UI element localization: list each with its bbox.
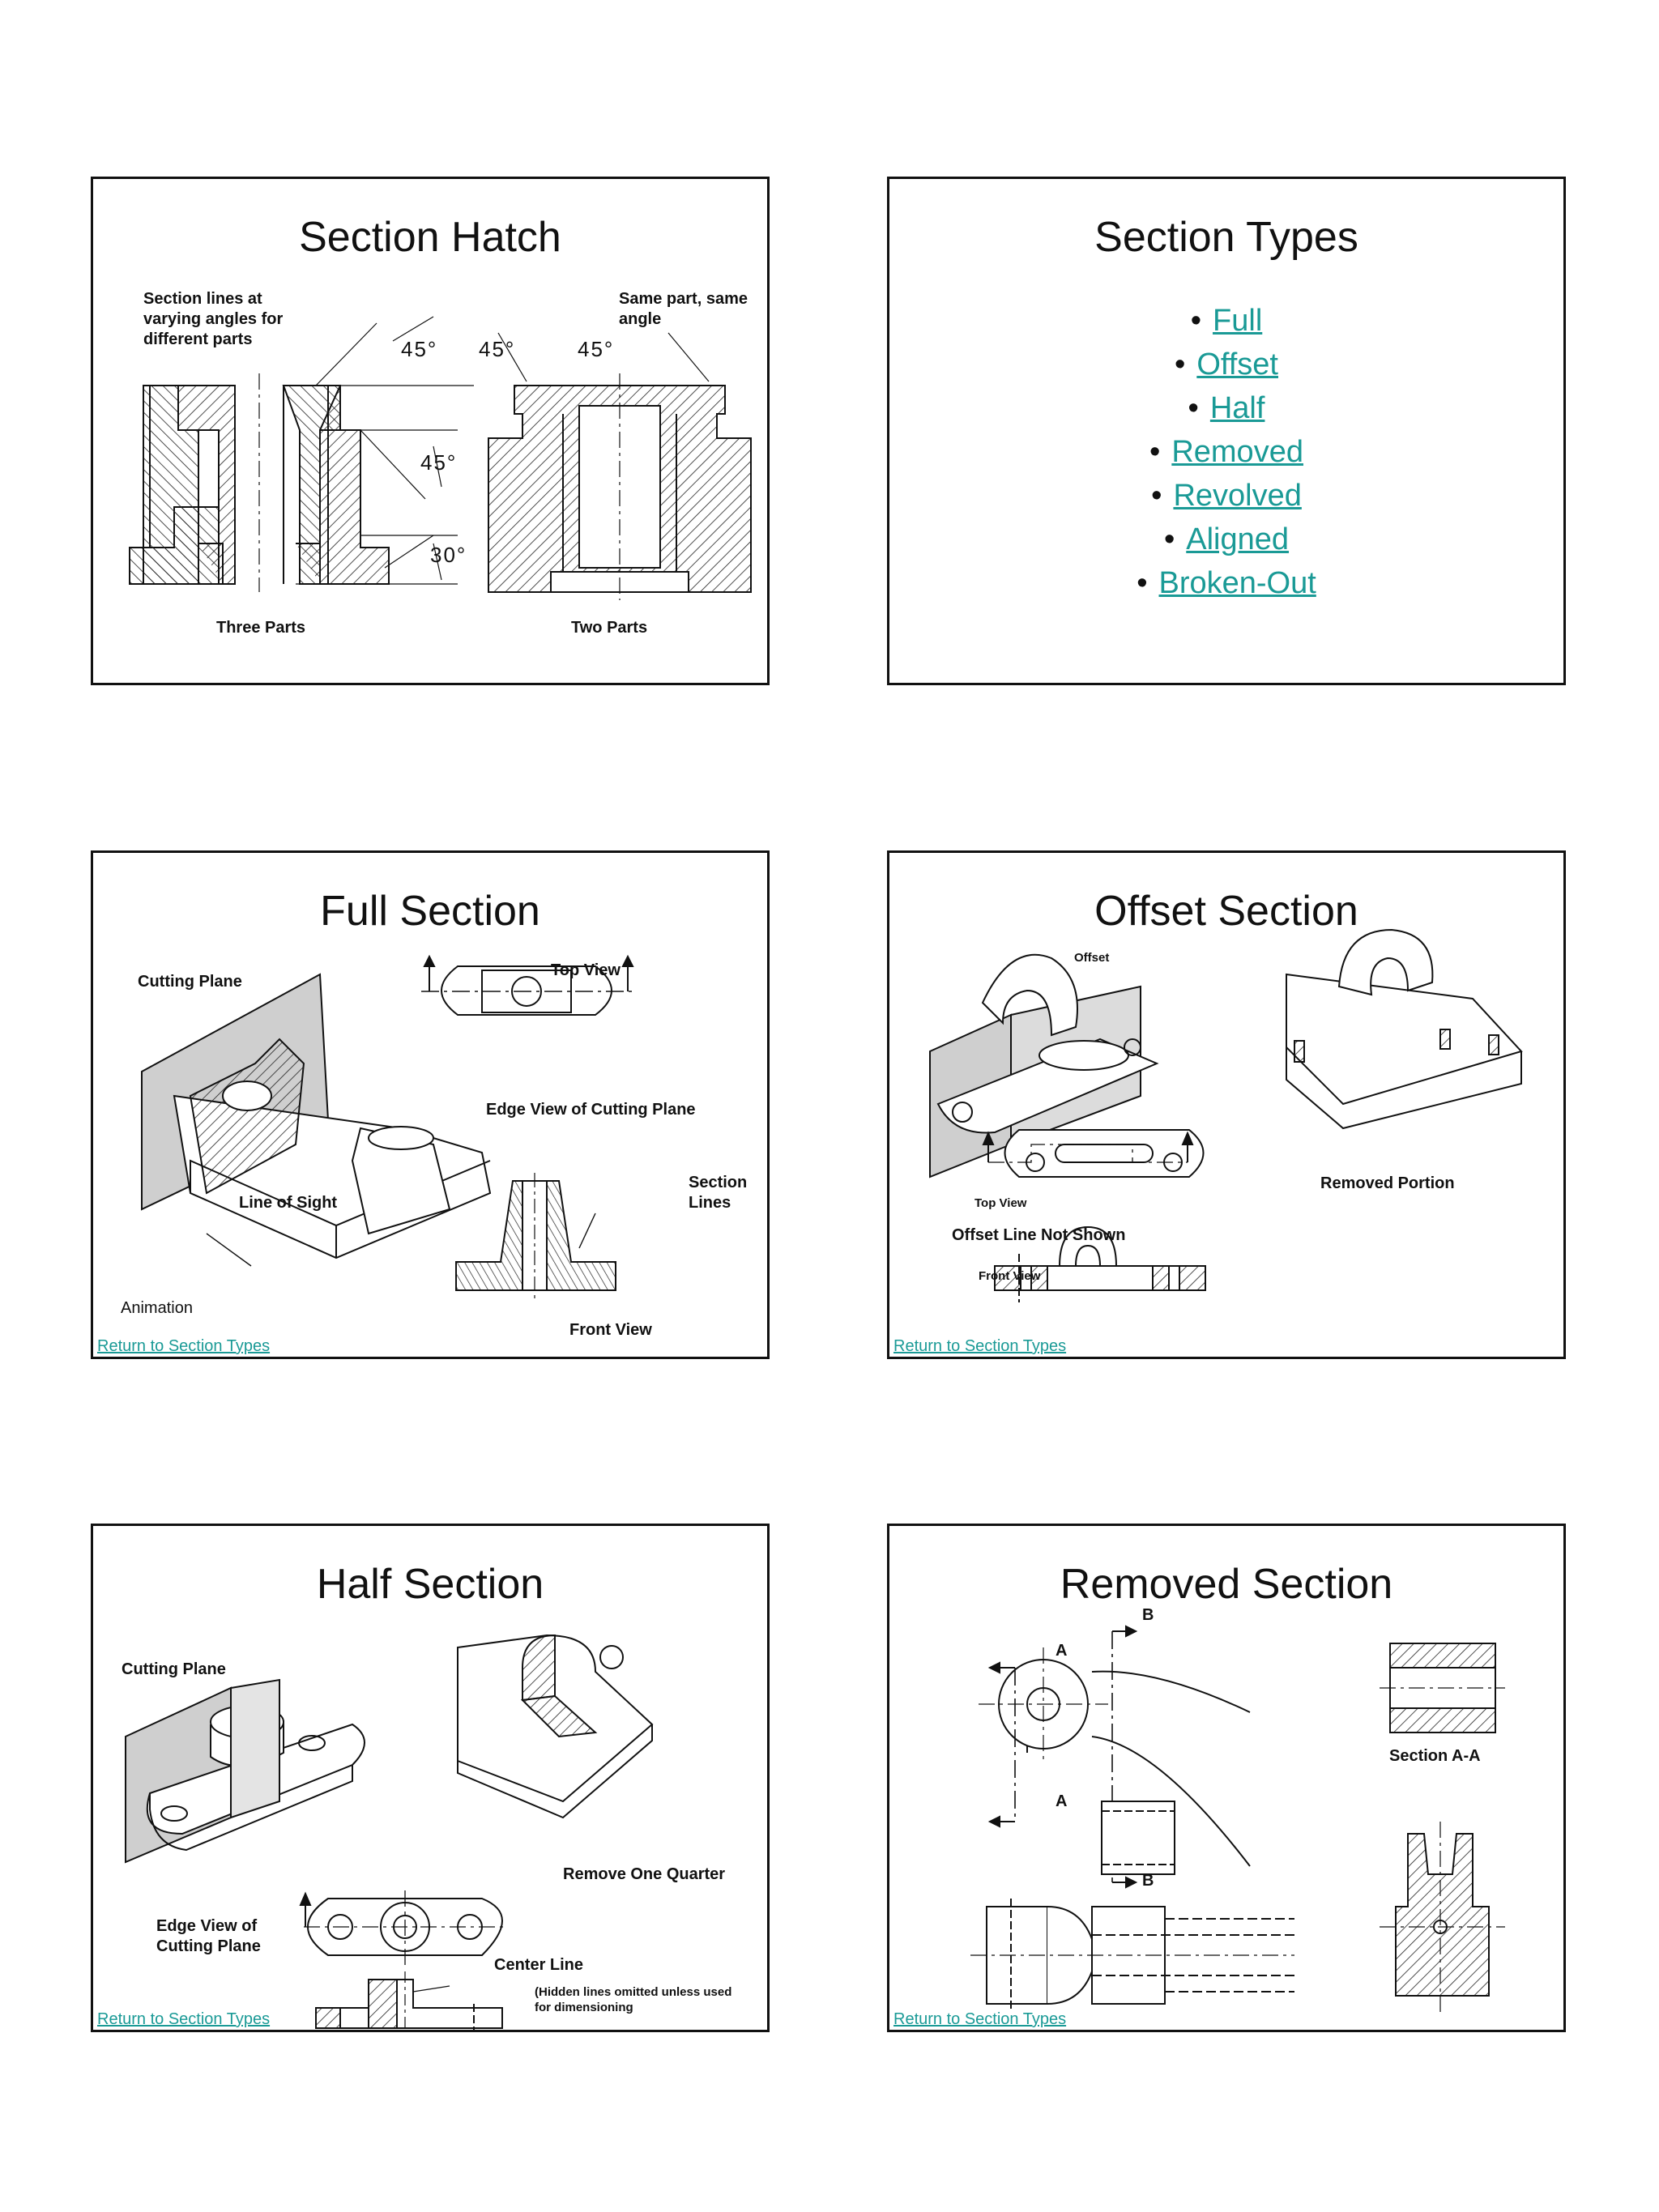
label-a-top: A bbox=[1056, 1642, 1068, 1660]
list-item: •Revolved bbox=[1151, 479, 1302, 513]
label-animation[interactable]: Animation bbox=[121, 1299, 193, 1317]
slide-half-section: Half Section bbox=[91, 1524, 770, 2032]
angle-label-30: 30° bbox=[430, 543, 467, 567]
angle-label-45-a: 45° bbox=[401, 337, 438, 361]
section-types-list: •Full •Offset •Half •Removed •Revolved •… bbox=[889, 299, 1563, 605]
label-center-line: Center Line bbox=[494, 1956, 584, 1974]
list-item: •Broken-Out bbox=[1137, 566, 1316, 600]
section-hatch-figure bbox=[129, 316, 752, 600]
return-to-section-types-link[interactable]: Return to Section Types bbox=[97, 2010, 271, 2028]
label-section-lines: Section Lines bbox=[689, 1174, 748, 1212]
list-item: •Removed bbox=[1149, 435, 1303, 469]
label-b-bottom: B bbox=[1142, 1872, 1154, 1890]
slide-title: Half Section bbox=[316, 1561, 544, 1608]
angle-label-45-d: 45° bbox=[420, 450, 458, 475]
label-top-view: Top View bbox=[551, 961, 621, 979]
label-front-view: Front View bbox=[569, 1321, 652, 1339]
list-item: •Offset bbox=[1175, 347, 1278, 381]
label-section-a-a: Section A-A bbox=[1389, 1747, 1481, 1765]
offset-section-figure bbox=[929, 928, 1523, 1302]
label-line-of-sight: Line of Sight bbox=[239, 1194, 338, 1212]
caption-three-parts: Three Parts bbox=[216, 619, 306, 637]
return-to-section-types-link[interactable]: Return to Section Types bbox=[893, 1337, 1067, 1355]
label-offset: Offset bbox=[1074, 951, 1110, 965]
removed-section-figure bbox=[970, 1625, 1505, 2012]
link-half[interactable]: Half bbox=[1209, 391, 1265, 425]
list-item: •Half bbox=[1188, 391, 1265, 425]
label-remove-one-quarter: Remove One Quarter bbox=[563, 1865, 726, 1883]
label-cutting-plane: Cutting Plane bbox=[122, 1660, 226, 1678]
label-top-view: Top View bbox=[975, 1196, 1027, 1210]
label-removed-portion: Removed Portion bbox=[1320, 1174, 1455, 1192]
label-edge-view: Edge View of Cutting Plane bbox=[486, 1101, 696, 1119]
label-a-bottom: A bbox=[1056, 1792, 1068, 1810]
label-hidden-lines-note: (Hidden lines omitted unless used for di… bbox=[535, 1985, 732, 2014]
angle-label-45-b: 45° bbox=[479, 337, 516, 361]
link-aligned[interactable]: Aligned bbox=[1186, 522, 1290, 556]
list-item: •Full bbox=[1190, 304, 1263, 338]
note-varying-angles: Section lines at varying angles for diff… bbox=[143, 290, 284, 348]
link-broken-out[interactable]: Broken-Out bbox=[1158, 566, 1316, 600]
slide-offset-section: Offset Section bbox=[887, 850, 1566, 1359]
label-offset-line-not-shown: Offset Line Not Shown bbox=[952, 1226, 1126, 1244]
note-same-angle: Same part, same angle bbox=[619, 290, 748, 328]
link-full[interactable]: Full bbox=[1213, 304, 1263, 338]
caption-two-parts: Two Parts bbox=[571, 619, 648, 637]
return-to-section-types-link[interactable]: Return to Section Types bbox=[893, 2010, 1067, 2028]
slide-title: Section Types bbox=[1094, 214, 1358, 261]
slide-title: Section Hatch bbox=[299, 214, 561, 261]
slide-title: Full Section bbox=[320, 888, 540, 935]
link-removed[interactable]: Removed bbox=[1171, 435, 1303, 469]
return-to-section-types-link[interactable]: Return to Section Types bbox=[97, 1337, 271, 1355]
link-revolved[interactable]: Revolved bbox=[1173, 479, 1302, 513]
link-offset[interactable]: Offset bbox=[1196, 347, 1278, 381]
slide-title: Offset Section bbox=[1094, 888, 1358, 935]
half-section-figure bbox=[125, 1634, 654, 2030]
label-front-view: Front View bbox=[979, 1269, 1041, 1283]
slide-full-section: Full Section bbox=[91, 850, 770, 1359]
angle-label-45-c: 45° bbox=[578, 337, 615, 361]
label-b-top: B bbox=[1142, 1606, 1154, 1624]
label-cutting-plane: Cutting Plane bbox=[138, 973, 242, 991]
slide-section-types: Section Types •Full •Offset •Half •Remov… bbox=[887, 177, 1566, 685]
list-item: •Aligned bbox=[1163, 522, 1290, 556]
slide-title: Removed Section bbox=[1060, 1561, 1393, 1608]
slide-section-hatch: Section Hatch Section lines at varying a… bbox=[91, 177, 770, 685]
slide-removed-section: Removed Section bbox=[887, 1524, 1566, 2032]
label-edge-view-cutting-plane: Edge View of Cutting Plane bbox=[156, 1917, 261, 1955]
full-section-figure bbox=[141, 954, 636, 1298]
